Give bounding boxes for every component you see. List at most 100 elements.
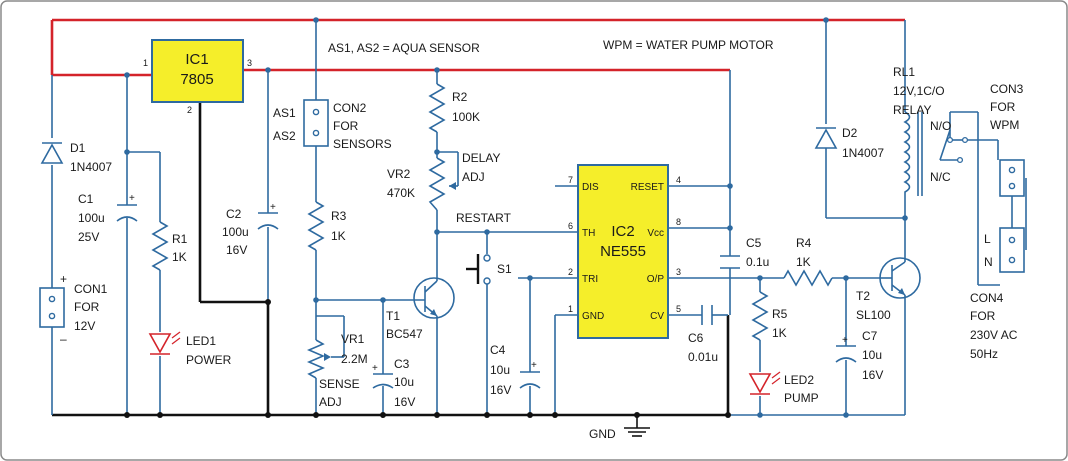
connector-con2: AS1 AS2 CON2 FOR SENSORS — [273, 99, 392, 151]
r3-value: 1K — [331, 229, 346, 243]
capacitor-c3: + C3 10u 16V — [372, 357, 415, 409]
led1-ref: LED1 — [186, 334, 216, 348]
c3-ref: C3 — [394, 357, 410, 371]
connector-con4: L N CON4 FOR 230V AC 50Hz — [970, 227, 1025, 361]
c1-plus: + — [129, 193, 135, 204]
ic1-pin1: 1 — [143, 58, 148, 68]
wiring — [51, 20, 1027, 416]
s1-ref: S1 — [497, 262, 512, 276]
ground-symbol: GND — [589, 415, 650, 441]
con4-line4: 50Hz — [970, 347, 998, 361]
note-aqua-sensor: AS1, AS2 = AQUA SENSOR — [328, 41, 480, 55]
con1-ref: CON1 — [74, 282, 108, 296]
ic2-pinnum-3: 3 — [676, 267, 681, 277]
ground-rail — [52, 92, 730, 417]
capacitor-c1: + C1 100u 25V — [78, 192, 138, 244]
vr1-label1: SENSE — [319, 377, 360, 391]
ic2-pin-dis: DIS — [582, 182, 599, 193]
d2-value: 1N4007 — [842, 146, 884, 160]
potentiometer-vr2: VR2 470K DELAY ADJ — [387, 151, 500, 211]
con2-ref: CON2 — [333, 101, 367, 115]
con2-as2: AS2 — [273, 129, 296, 143]
c7-ref: C7 — [862, 329, 878, 343]
c2-rating: 16V — [226, 243, 247, 257]
vr2-ref: VR2 — [387, 167, 411, 181]
con1-plus: + — [60, 272, 67, 286]
s1-label: RESTART — [456, 211, 512, 225]
con2-line2: FOR — [333, 119, 359, 133]
con3-line3: WPM — [990, 118, 1019, 132]
ic2-timer: IC2 NE555 DIS RESET TH Vcc TRI O/P GND C… — [568, 164, 681, 339]
c1-value: 100u — [78, 211, 105, 225]
vr2-label1: DELAY — [462, 151, 500, 165]
con2-as1: AS1 — [273, 106, 296, 120]
capacitor-c2: + C2 100u 16V — [222, 202, 279, 257]
ic2-pin-reset: RESET — [631, 182, 664, 193]
t2-ref: T2 — [856, 289, 870, 303]
c1-rating: 25V — [78, 230, 99, 244]
led1-label: POWER — [186, 353, 232, 367]
c4-value: 10u — [490, 363, 510, 377]
con3-ref: CON3 — [990, 82, 1024, 96]
c6-value: 0.01u — [688, 350, 718, 364]
relay-rl1: RL1 12V,1C/O RELAY N/O N/C — [893, 65, 969, 196]
d1-ref: D1 — [70, 141, 86, 155]
ic1-ref: IC1 — [185, 51, 208, 68]
led1: LED1 POWER — [148, 331, 232, 367]
ic2-pin-tri: TRI — [582, 274, 598, 285]
vr1-value: 2.2M — [341, 352, 368, 366]
vr2-label2: ADJ — [462, 170, 485, 184]
ic2-pin-vcc: Vcc — [647, 228, 664, 239]
switch-s1: RESTART S1 — [456, 211, 512, 285]
ic2-pinnum-1: 1 — [568, 304, 573, 314]
con1-minus: – — [60, 332, 67, 346]
c7-rating: 16V — [862, 368, 883, 382]
ic1-pin3: 3 — [247, 58, 252, 68]
transistor-t1: T1 BC547 — [386, 272, 455, 341]
ic2-pin-th: TH — [582, 228, 595, 239]
diode-d1: D1 1N4007 — [40, 141, 112, 174]
c2-plus: + — [270, 202, 276, 213]
con4-ref: CON4 — [970, 291, 1004, 305]
capacitor-c5: C5 0.1u — [720, 236, 769, 269]
vr1-ref: VR1 — [341, 332, 365, 346]
d2-ref: D2 — [842, 126, 858, 140]
t1-value: BC547 — [386, 327, 423, 341]
resistor-r3: R3 1K — [307, 201, 347, 251]
capacitor-c7: + C7 10u 16V — [835, 329, 883, 382]
c7-value: 10u — [862, 348, 882, 362]
rl1-nc: N/C — [930, 170, 951, 184]
vr2-value: 470K — [387, 186, 415, 200]
resistor-r1: R1 1K — [151, 221, 188, 271]
rl1-type: RELAY — [893, 103, 931, 117]
led2-ref: LED2 — [784, 373, 814, 387]
c3-rating: 16V — [394, 395, 415, 409]
ic2-ref: IC2 — [611, 223, 634, 240]
con1-line2: FOR — [74, 300, 100, 314]
t1-ref: T1 — [386, 309, 400, 323]
ic1-pin2: 2 — [187, 105, 192, 115]
ic2-pinnum-6: 6 — [568, 221, 573, 231]
r2-value: 100K — [452, 110, 480, 124]
con2-line3: SENSORS — [333, 137, 392, 151]
rl1-spec: 12V,1C/O — [893, 84, 945, 98]
led2: LED2 PUMP — [748, 371, 819, 405]
ic2-pin-op: O/P — [647, 274, 665, 285]
gnd-label: GND — [589, 427, 616, 441]
c5-value: 0.1u — [746, 255, 769, 269]
ic1-value: 7805 — [180, 71, 213, 88]
ic2-pinnum-7: 7 — [568, 175, 573, 185]
ic2-pinnum-8: 8 — [676, 217, 681, 227]
ic2-value: NE555 — [600, 243, 646, 260]
con4-line2: FOR — [970, 309, 996, 323]
diode-d2: D2 1N4007 — [814, 126, 884, 160]
transistor-t2: T2 SL100 — [856, 255, 921, 322]
r3-ref: R3 — [331, 209, 347, 223]
capacitor-c4: + C4 10u 16V — [490, 343, 541, 397]
supply-rail-12v — [50, 18, 905, 77]
c2-ref: C2 — [226, 207, 242, 221]
ic1-regulator: IC1 7805 1 3 2 — [143, 39, 252, 115]
junction-dots — [124, 17, 908, 418]
